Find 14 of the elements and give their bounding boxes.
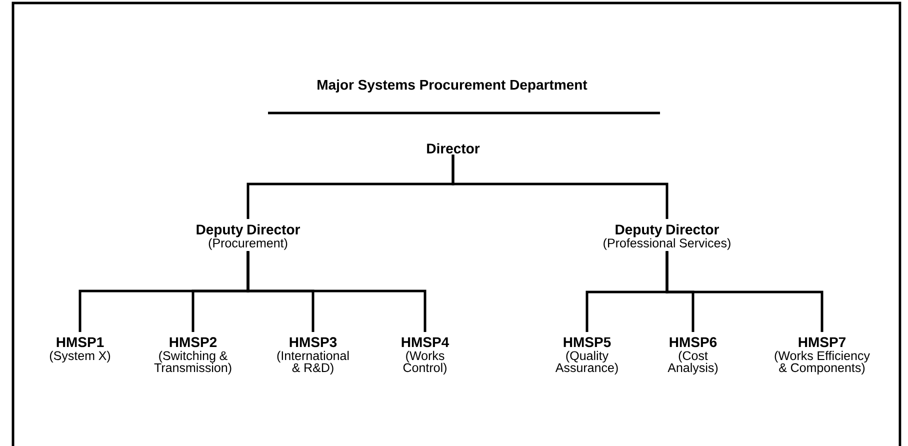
job-title: HMSP4 (Works Control) [402, 337, 450, 375]
connector-line [666, 251, 824, 332]
job-title: Deputy Director (Procurement) [196, 224, 300, 250]
connector-line [246, 251, 426, 332]
job-title: HMSP2 (Switching & Transmission) [154, 337, 232, 375]
job-title: HMSP7 (Works Efficiency & Components) [774, 337, 870, 375]
job-title: HMSP5 (Quality Assurance) [555, 337, 618, 375]
job-title: HMSP6 (Cost Analysis) [668, 337, 718, 375]
title: Major Systems Procurement Department [318, 79, 588, 93]
job-title: Director [427, 143, 480, 154]
connector-line [452, 154, 668, 219]
job-title: HMSP1 (System X) [50, 337, 110, 363]
job-title: Deputy Director (Professional Services) [604, 224, 730, 250]
job-title: HMSP3 (International & R&D) [277, 337, 349, 375]
